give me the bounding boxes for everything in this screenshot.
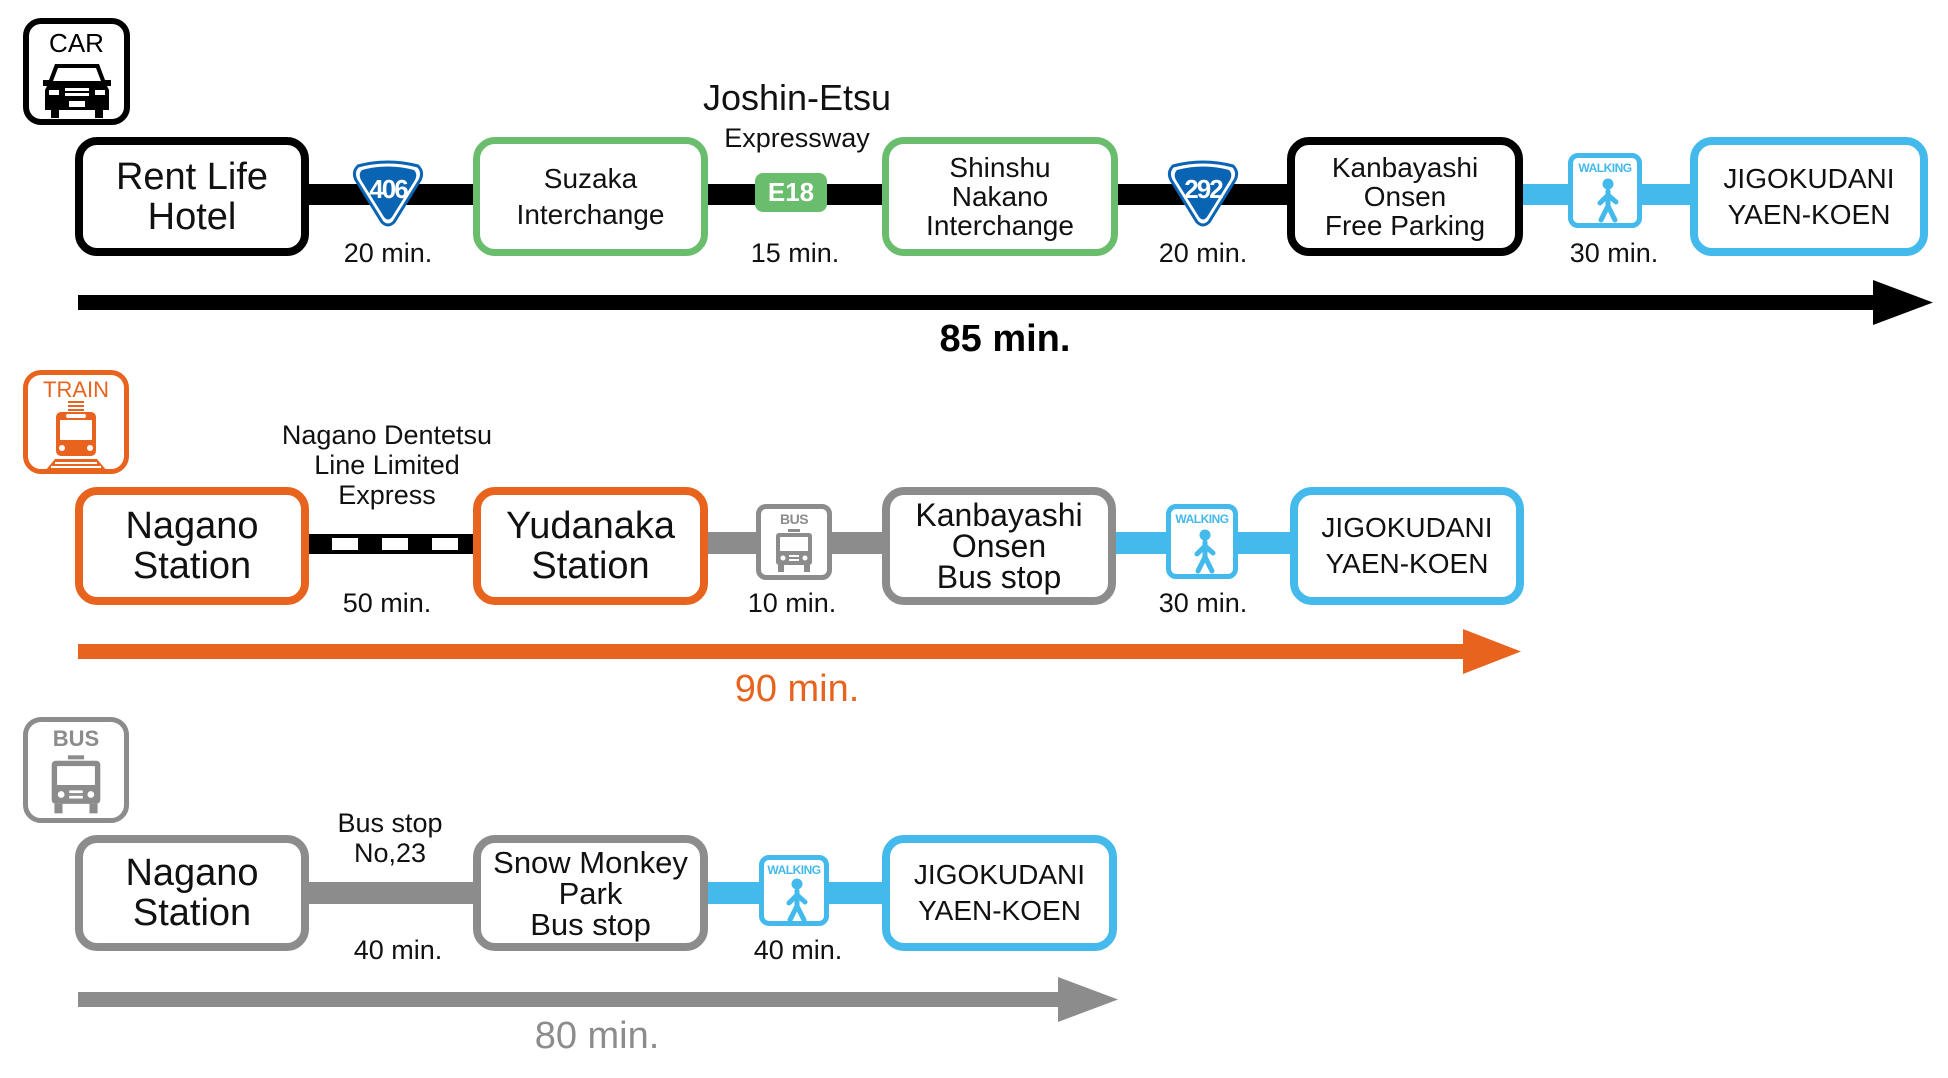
train-walking-icon: WALKING [1166,504,1238,579]
train-rail-segment [308,534,474,554]
car-total-duration: 85 min. [939,318,1071,360]
train-stop-jigokudani: JIGOKUDANI YAEN-KOEN [1290,487,1524,605]
route-292-shield-icon: 292 [1167,160,1239,228]
bus-total-arrow [78,977,1118,1022]
train-line-name: Nagano Dentetsu Line Limited Express [281,420,493,510]
train-total-arrow [78,629,1521,674]
car-duration-4: 30 min. [1569,238,1659,268]
car-stop-suzaka-interchange: Suzaka Interchange [473,137,708,256]
car-stop-kanbayashi-free-parking: Kanbayashi Onsen Free Parking [1287,137,1523,256]
bus-total-duration: 80 min. [534,1015,660,1057]
car-mode-icon: CAR [23,18,130,125]
walking-person-icon [1597,178,1619,223]
car-duration-3: 20 min. [1158,238,1248,268]
train-bus-icon: BUS [756,504,832,580]
car-icon [43,64,111,118]
car-stop-rent-life-hotel: Rent Life Hotel [75,137,309,256]
walking-person-icon [786,878,808,923]
bus-duration-1: 40 min. [353,935,443,965]
bus-ride-segment [308,882,473,904]
bus-walking-icon: WALKING [759,855,829,926]
train-duration-3: 30 min. [1158,588,1248,618]
train-total-duration: 90 min. [734,668,860,710]
route-406-shield-icon: 406 [352,160,424,228]
bus-stop-nagano-station: Nagano Station [75,835,309,951]
train-icon [45,401,107,471]
expressway-subtitle: Expressway [724,123,870,153]
train-stop-yudanaka-station: Yudanaka Station [473,487,708,605]
train-stop-nagano-station: Nagano Station [75,487,309,605]
train-stop-kanbayashi-bus-stop: Kanbayashi Onsen Bus stop [882,487,1116,605]
train-duration-1: 50 min. [342,588,432,618]
bus-mode-label: BUS [52,726,100,751]
e18-badge: E18 [755,173,827,212]
train-mode-label: TRAIN [43,377,109,402]
car-mode-label: CAR [49,28,104,58]
bus-stop-jigokudani: JIGOKUDANI YAEN-KOEN [882,835,1117,951]
car-duration-2: 15 min. [750,238,840,268]
expressway-name: Joshin-Etsu [702,77,892,118]
bus-mode-icon: BUS [23,717,129,823]
bus-vehicle-icon [776,529,812,572]
walking-person-icon [1194,529,1216,574]
bus-icon [51,755,101,814]
car-duration-1: 20 min. [343,238,433,268]
car-walking-icon: WALKING [1568,153,1642,228]
train-mode-icon: TRAIN [23,370,129,474]
car-stop-shinshu-nakano-interchange: Shinshu Nakano Interchange [882,137,1118,256]
car-total-arrow [78,280,1933,325]
car-stop-jigokudani: JIGOKUDANI YAEN-KOEN [1690,137,1928,256]
train-duration-2: 10 min. [747,588,837,618]
bus-duration-2: 40 min. [753,935,843,965]
bus-stop-number-label: Bus stop No,23 [337,808,443,868]
bus-stop-snow-monkey-park: Snow Monkey Park Bus stop [473,835,708,951]
